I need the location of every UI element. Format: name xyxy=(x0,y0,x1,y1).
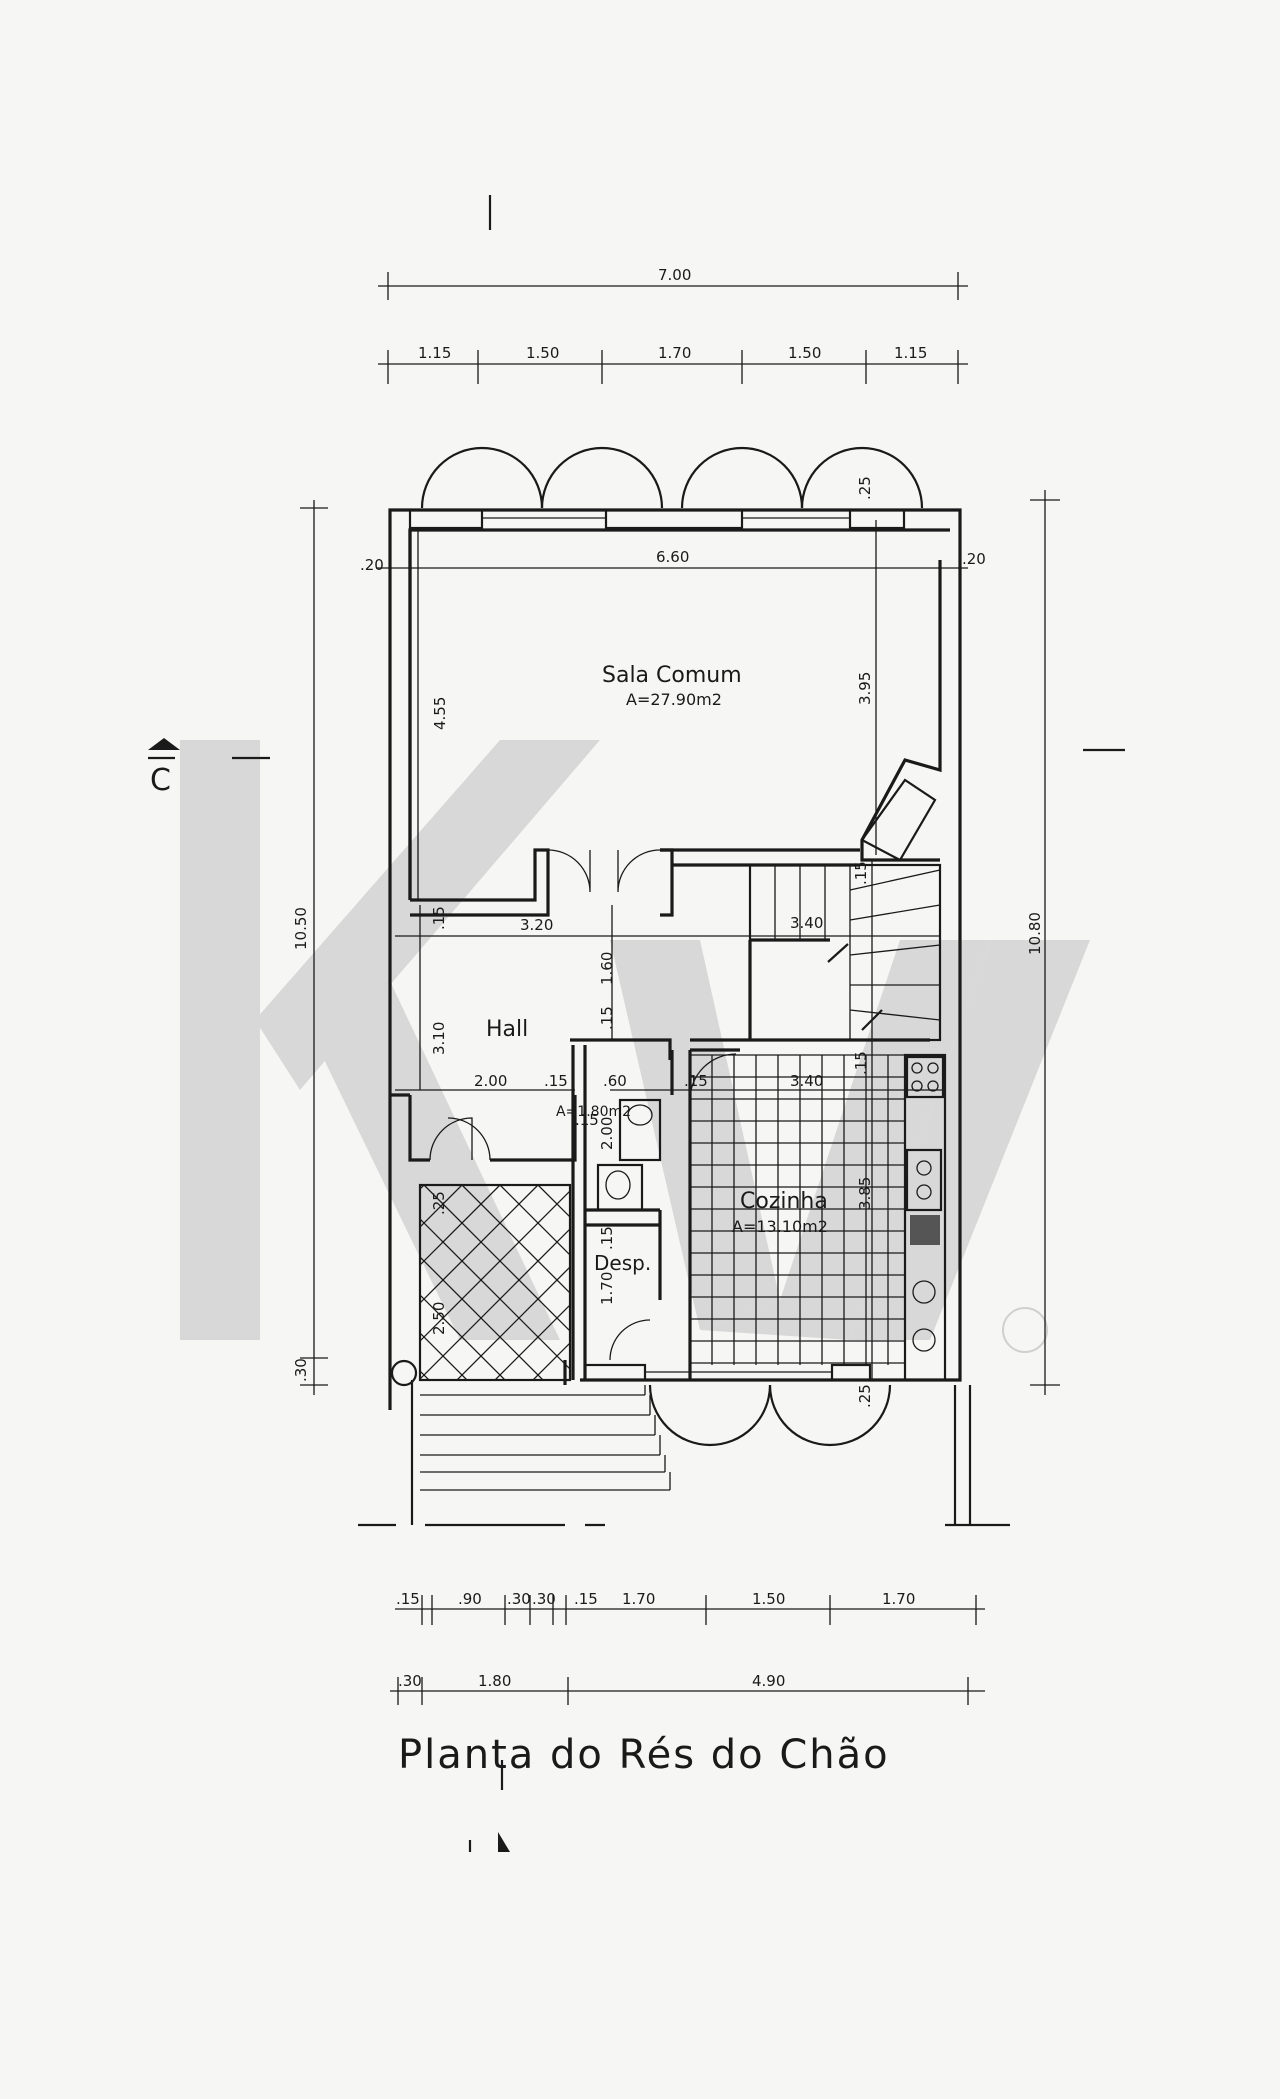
dim-interior-020-right: .20 xyxy=(962,550,986,568)
top-dimensions xyxy=(378,272,968,384)
dim-interior-015-stair: .15 xyxy=(852,861,870,885)
dim-interior-250: 2.50 xyxy=(430,1302,448,1335)
dim-interior-385: 3.85 xyxy=(856,1177,874,1210)
dim-bottom-seg-4: .30 xyxy=(532,1590,556,1608)
dim-left-total: 10.50 xyxy=(292,907,310,950)
dim-left-bottom: .30 xyxy=(292,1358,310,1382)
hall-tile-line xyxy=(0,1185,158,1435)
room-label-desp: Desp. xyxy=(594,1251,651,1275)
top-facade-arches xyxy=(420,446,924,509)
dim-interior-015-d: .15 xyxy=(598,1006,616,1030)
dim-bottom-seg-2: .90 xyxy=(458,1590,482,1608)
dim-interior-060: .60 xyxy=(603,1072,627,1090)
drawing-title: Planta do Rés do Chão xyxy=(398,1732,890,1778)
staircase xyxy=(748,863,942,1042)
hall-tile-line xyxy=(456,1266,570,1380)
dim-interior-320: 3.20 xyxy=(520,916,553,934)
dim-bottom-total-1: .30 xyxy=(398,1672,422,1690)
dim-top-seg-4: 1.50 xyxy=(788,344,821,362)
dim-interior-660: 6.60 xyxy=(656,548,689,566)
dim-interior-020-left: .20 xyxy=(360,556,384,574)
wc-fixtures xyxy=(596,1098,662,1212)
dim-top-seg-2: 1.50 xyxy=(526,344,559,362)
dim-interior-015-c: .15 xyxy=(684,1072,708,1090)
dim-interior-170: 1.70 xyxy=(598,1272,616,1305)
hall-tile-line xyxy=(420,1185,501,1266)
fireplace xyxy=(860,778,937,862)
hall-tile-line xyxy=(0,1185,120,1435)
dim-interior-160: 1.60 xyxy=(598,952,616,985)
hall-tile-line xyxy=(499,1185,570,1256)
dim-interior-340-bottom: 3.40 xyxy=(790,1072,823,1090)
dim-top-seg-5: 1.15 xyxy=(894,344,927,362)
dim-interior-015-a: .15 xyxy=(430,906,448,930)
hall-tile-line xyxy=(461,1185,570,1294)
section-cut-marks xyxy=(148,195,1125,1852)
hall-tile-line xyxy=(423,1185,570,1332)
kitchen-bottom-doors xyxy=(583,1363,892,1447)
room-area-cozinha: A=13.10m2 xyxy=(732,1217,828,1236)
hall-tile-line xyxy=(420,1294,506,1380)
dim-top-seg-3: 1.70 xyxy=(658,344,691,362)
hall-tile-line xyxy=(420,1228,570,1380)
dim-right-total: 10.80 xyxy=(1026,912,1044,955)
dim-bottom-seg-7: 1.50 xyxy=(752,1590,785,1608)
dim-interior-025-top: .25 xyxy=(856,476,874,500)
section-marker-label: C xyxy=(150,763,171,798)
dim-bottom-seg-8: 1.70 xyxy=(882,1590,915,1608)
dim-bottom-seg-5: .15 xyxy=(574,1590,598,1608)
dim-interior-455: 4.55 xyxy=(431,697,449,730)
hall-tile-line xyxy=(420,1218,570,1370)
kitchen-tile-grid xyxy=(689,1054,905,1365)
dim-interior-395: 3.95 xyxy=(856,672,874,705)
dim-interior-200: 2.00 xyxy=(474,1072,507,1090)
dim-top-seg-1: 1.15 xyxy=(418,344,451,362)
dim-interior-025-hall: .25 xyxy=(430,1191,448,1215)
hall-tile-line xyxy=(420,1256,544,1380)
hall-tile-line xyxy=(420,1190,570,1342)
dim-interior-310: 3.10 xyxy=(430,1022,448,1055)
dim-bottom-seg-1: .15 xyxy=(396,1590,420,1608)
hall-diagonal-tiles xyxy=(0,1183,572,1435)
room-label-hall: Hall xyxy=(486,1017,528,1042)
interior-dimension-lines xyxy=(376,520,968,1380)
hall-tile-line xyxy=(420,1185,539,1304)
dim-bottom-seg-3: .30 xyxy=(507,1590,531,1608)
entrance-steps xyxy=(358,1359,1010,1527)
side-dimensions xyxy=(300,490,1060,1395)
dim-interior-015-e: .15 xyxy=(598,1226,616,1250)
room-label-sala-comum: Sala Comum xyxy=(602,663,742,688)
dim-interior-025-bottom: .25 xyxy=(856,1384,874,1408)
dim-top-total: 7.00 xyxy=(658,266,691,284)
hall-tile-line xyxy=(0,1185,196,1435)
room-area-sala-comum: A=27.90m2 xyxy=(626,690,722,709)
dim-bottom-seg-6: 1.70 xyxy=(622,1590,655,1608)
dim-interior-015-wc: .15 xyxy=(575,1111,599,1129)
dim-interior-340-top: 3.40 xyxy=(790,914,823,932)
dim-bottom-total-2: 1.80 xyxy=(478,1672,511,1690)
hall-tile-line xyxy=(136,1185,386,1435)
hall-tile-line xyxy=(494,1304,570,1380)
dim-interior-015-b: .15 xyxy=(544,1072,568,1090)
top-windows xyxy=(408,508,906,530)
room-area-wc: A=1.80m2 xyxy=(556,1104,631,1120)
room-label-cozinha: Cozinha xyxy=(740,1189,828,1214)
kitchen-counter xyxy=(903,1053,947,1382)
dim-bottom-total-3: 4.90 xyxy=(752,1672,785,1690)
bottom-dimensions xyxy=(390,1595,985,1705)
hall-tile-line xyxy=(420,1185,463,1228)
dim-interior-200-v: 2.00 xyxy=(598,1117,616,1150)
